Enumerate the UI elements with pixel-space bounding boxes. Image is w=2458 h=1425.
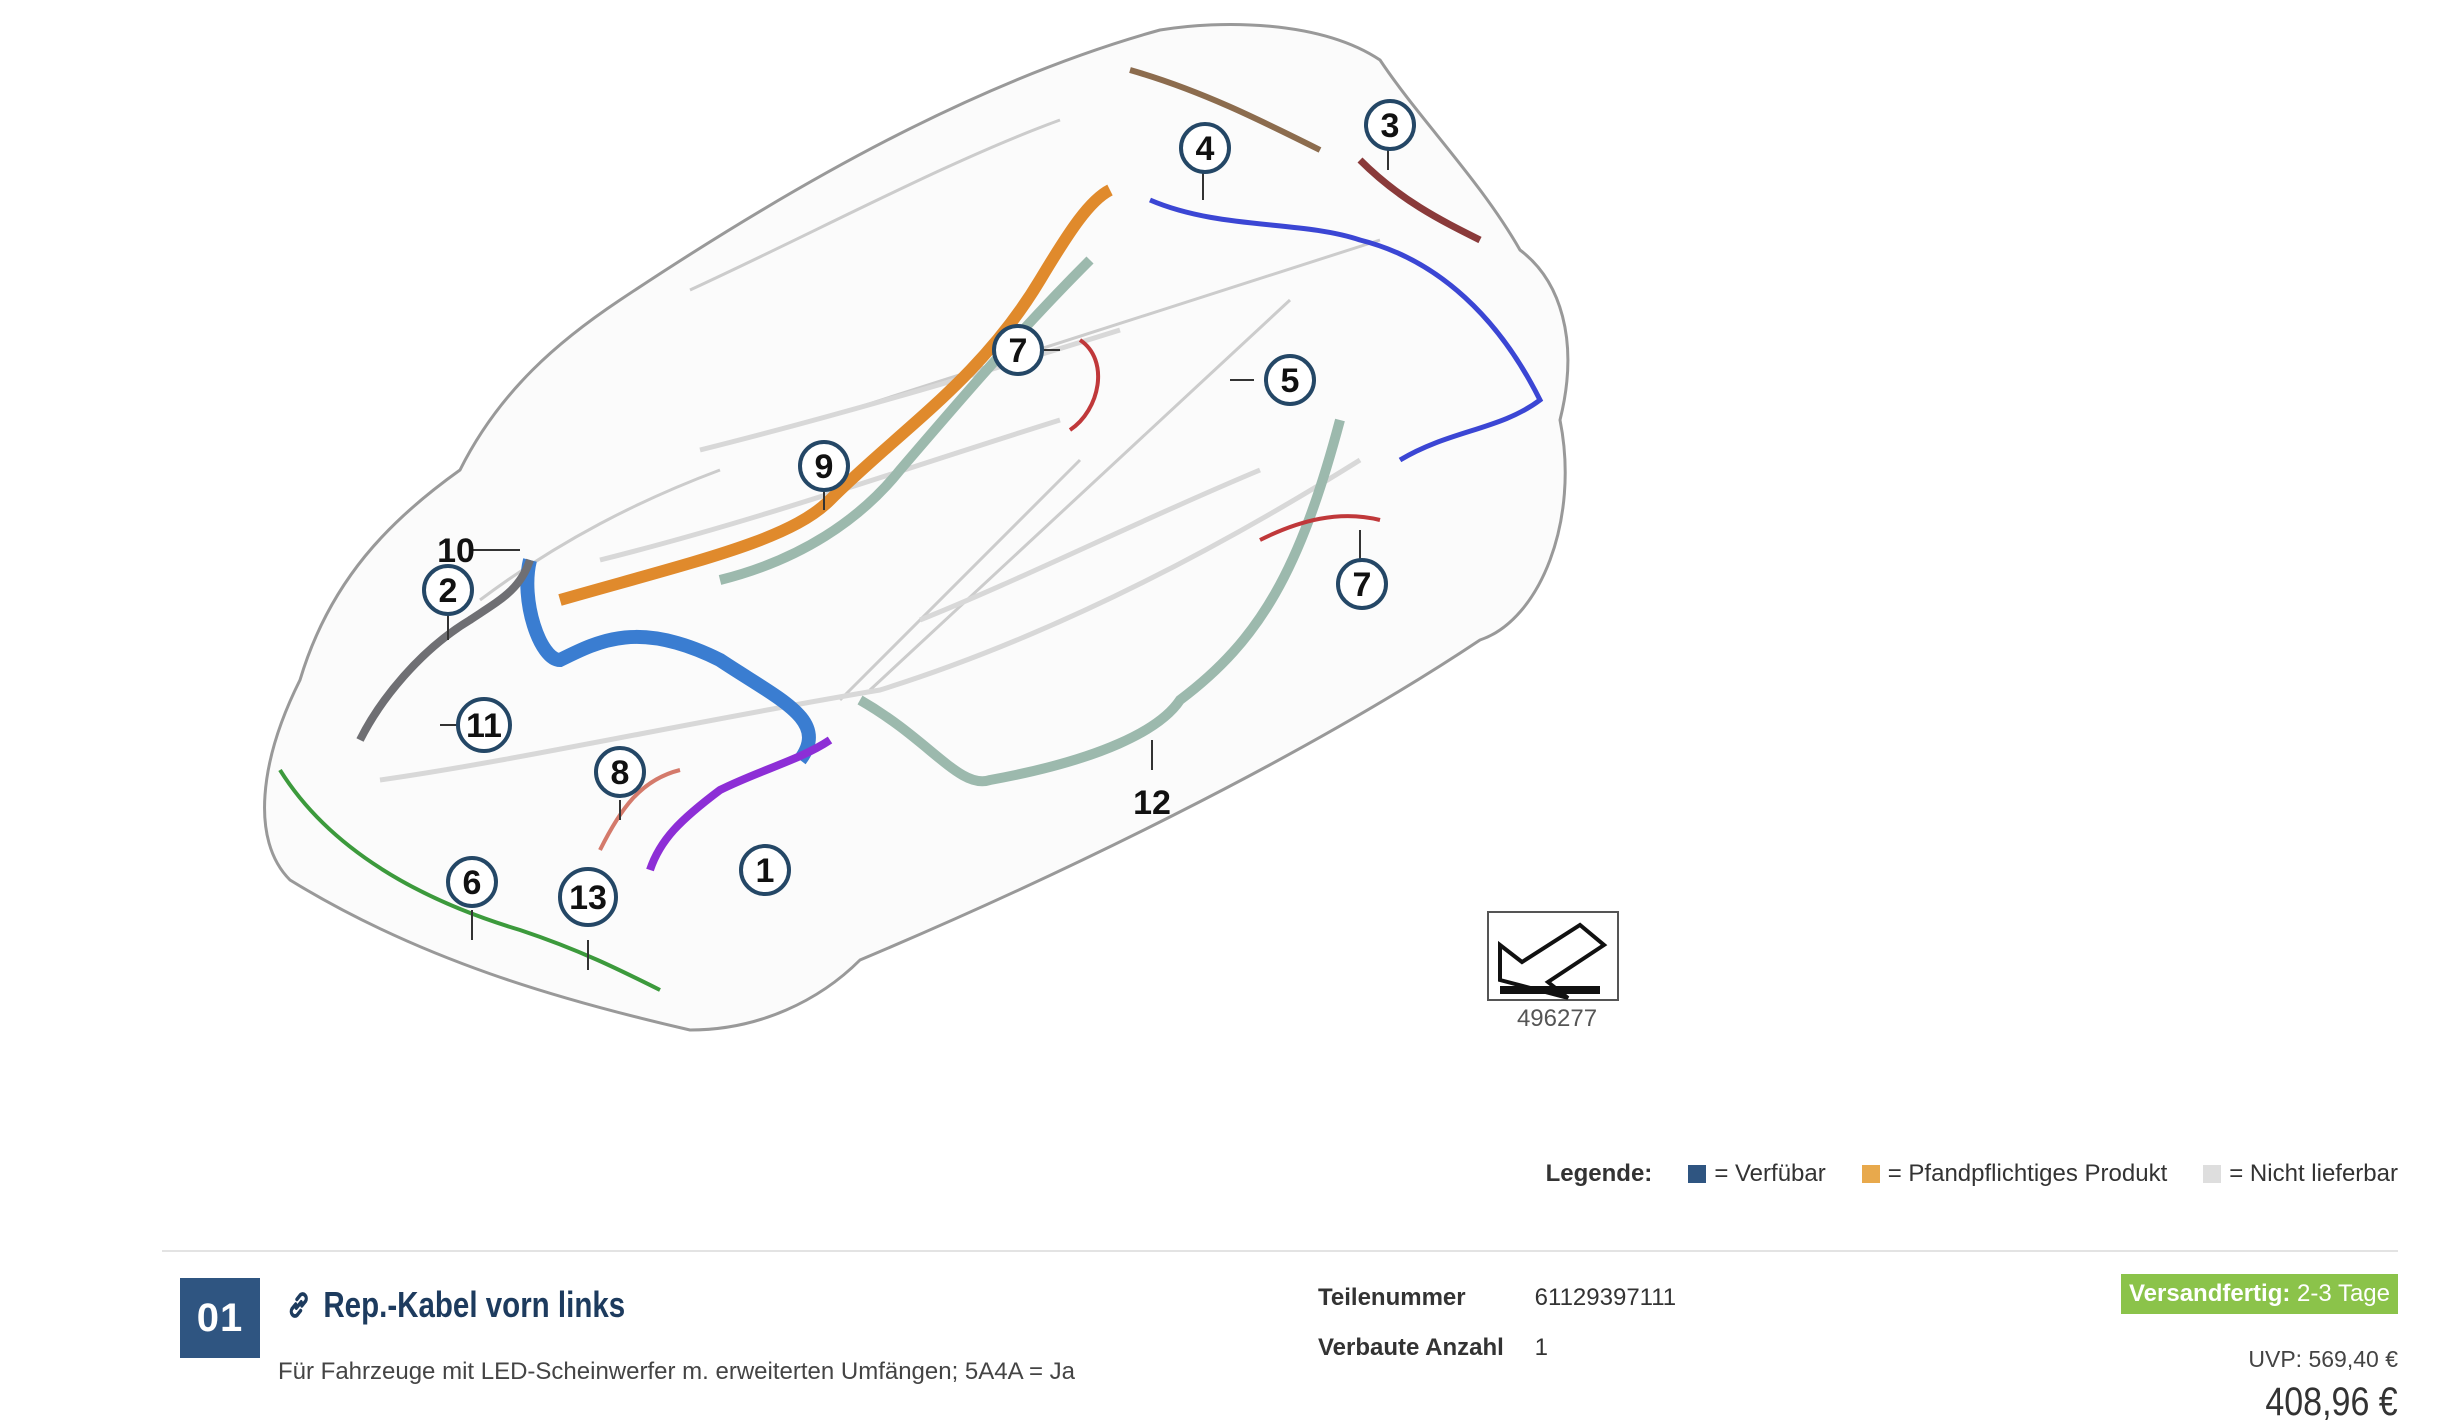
uvp-price: UVP: 569,40 €	[2248, 1346, 2398, 1372]
svg-text:5: 5	[1281, 362, 1300, 400]
callout-9[interactable]: 9	[798, 440, 850, 492]
harness-8-salmon	[598, 768, 681, 851]
car-outline	[263, 22, 1570, 1032]
harness-10-blue	[520, 558, 816, 765]
wiring-diagram: 1 2 3 4 5 6 7 7 8 9 10 11 12 13 496277	[263, 22, 1619, 1032]
callout-2[interactable]: 2	[422, 564, 474, 616]
callout-1[interactable]: 1	[739, 844, 791, 896]
diagram-number: 496277	[1517, 1005, 1597, 1032]
legend-label-unavailable: = Nicht lieferbar	[2229, 1160, 2398, 1187]
callout-6[interactable]: 6	[446, 856, 498, 908]
legend-swatch-deposit	[1861, 1165, 1880, 1183]
svg-text:8: 8	[611, 754, 630, 792]
harness-5-blue	[1149, 197, 1544, 463]
svg-text:1: 1	[756, 852, 775, 890]
callout-7-rear[interactable]: 7	[1336, 558, 1388, 610]
quantity-row: Verbaute Anzahl 1	[1318, 1334, 1548, 1362]
harness-3-brown	[1357, 157, 1482, 244]
svg-text:11: 11	[466, 707, 502, 745]
quantity-label: Verbaute Anzahl	[1318, 1334, 1504, 1361]
svg-text:2: 2	[439, 572, 458, 610]
legend-item-available: = Verfübar	[1688, 1160, 1826, 1188]
legend-item-unavailable: = Nicht lieferbar	[2203, 1160, 2398, 1188]
callout-5[interactable]: 5	[1264, 354, 1316, 406]
harness-6-green	[278, 768, 661, 992]
harness-9b-green	[718, 256, 1094, 585]
legend-item-deposit: = Pfandpflichtiges Produkt	[1861, 1160, 2168, 1188]
part-title-link[interactable]: Rep.-Kabel vorn links	[284, 1284, 625, 1326]
harness-4-brown	[1129, 67, 1322, 153]
harness-12-green	[857, 418, 1345, 787]
shipping-badge: Versandfertig: 2-3 Tage	[2120, 1274, 2398, 1314]
svg-text:6: 6	[463, 864, 482, 902]
svg-text:4: 4	[1196, 130, 1215, 168]
callout-3[interactable]: 3	[1364, 99, 1416, 151]
part-description: Für Fahrzeuge mit LED-Scheinwerfer m. er…	[278, 1358, 1076, 1385]
divider	[162, 1250, 2398, 1252]
svg-text:9: 9	[815, 448, 834, 486]
shipping-label: Versandfertig:	[2128, 1280, 2291, 1307]
harness-7-red	[1068, 338, 1381, 542]
legend-swatch-unavailable	[2203, 1165, 2222, 1183]
svg-text:3: 3	[1381, 107, 1400, 145]
svg-text:13: 13	[569, 879, 607, 917]
callout-13[interactable]: 13	[558, 867, 618, 927]
position-badge: 01	[180, 1278, 260, 1358]
callout-10[interactable]: 10	[437, 532, 475, 570]
view-direction-icon	[1487, 911, 1619, 1001]
shipping-value: 2-3 Tage	[2297, 1280, 2390, 1307]
price: 408,96 €	[2265, 1380, 2398, 1424]
harness-1-purple	[646, 736, 833, 872]
quantity-value: 1	[1534, 1334, 1549, 1361]
legend-label-available: = Verfübar	[1714, 1160, 1826, 1187]
callout-7-front[interactable]: 7	[992, 324, 1044, 376]
link-icon	[289, 1292, 308, 1318]
svg-text:7: 7	[1009, 332, 1028, 370]
part-number-row: Teilenummer 61129397111	[1318, 1284, 1676, 1312]
part-title: Rep.-Kabel vorn links	[323, 1284, 626, 1325]
legend-swatch-available	[1688, 1165, 1707, 1183]
harness-9-orange	[558, 184, 1113, 606]
svg-text:7: 7	[1353, 566, 1372, 604]
part-number-label: Teilenummer	[1318, 1284, 1466, 1311]
callout-12[interactable]: 12	[1133, 784, 1171, 822]
callout-11[interactable]: 11	[456, 697, 512, 753]
car-interior-lines	[479, 118, 1381, 702]
callout-4[interactable]: 4	[1179, 122, 1231, 174]
legend-title: Legende:	[1545, 1160, 1653, 1187]
part-number-value: 61129397111	[1534, 1284, 1677, 1311]
legend-label-deposit: = Pfandpflichtiges Produkt	[1887, 1160, 2168, 1187]
harness-11-grey	[356, 558, 534, 742]
legend: Legende: = Verfübar = Pfandpflichtiges P…	[1546, 1160, 2398, 1188]
callout-8[interactable]: 8	[594, 746, 646, 798]
